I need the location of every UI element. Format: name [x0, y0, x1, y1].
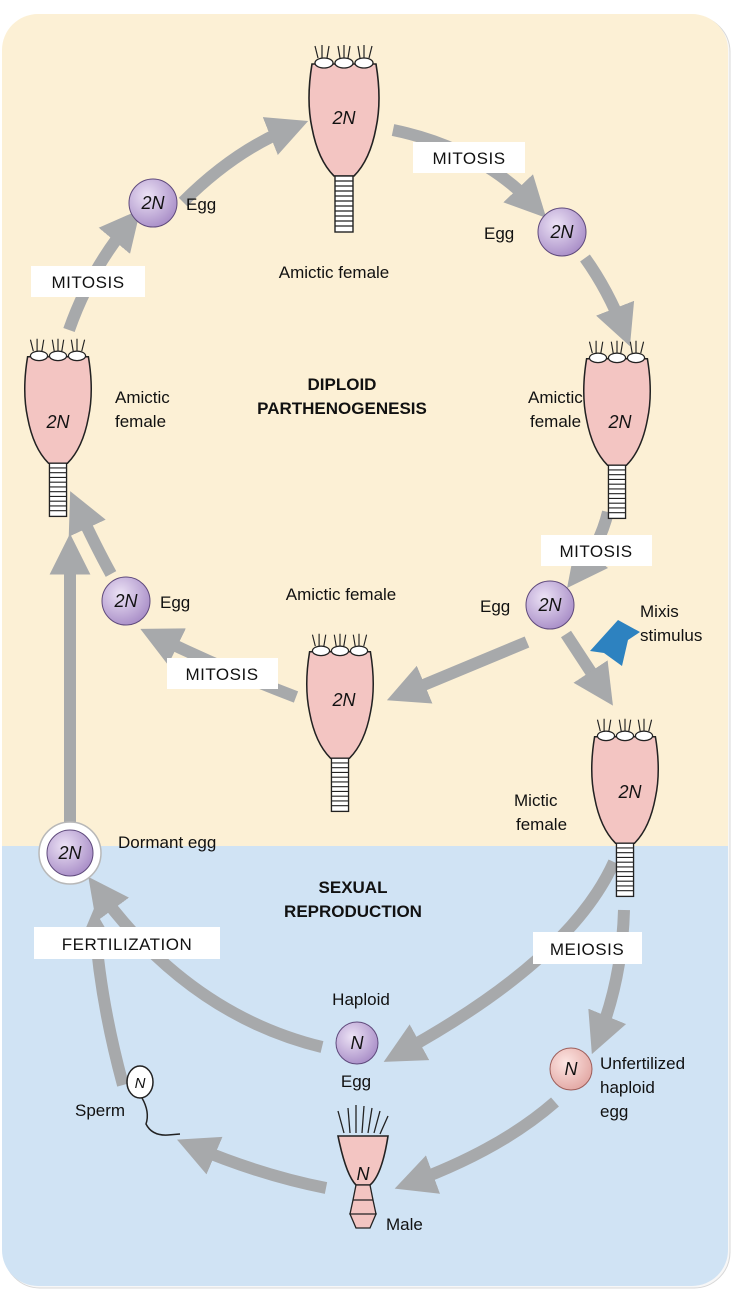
label-mitosis-bottom: MITOSIS	[167, 658, 278, 689]
amictic-female-center-label: Amictic female	[286, 585, 397, 604]
sexual-title-line1: SEXUAL	[319, 878, 388, 897]
phase-sexual-title: SEXUAL REPRODUCTION	[284, 878, 422, 921]
mitosis-label: MITOSIS	[559, 542, 632, 561]
ploidy-label: 2N	[617, 782, 642, 802]
male-rotifer: N Male	[337, 1105, 423, 1234]
amictic-female-left-label-1: Amictic	[115, 388, 170, 407]
amictic-female-right: 2N Amictic female	[528, 339, 652, 520]
ploidy-label: 2N	[331, 690, 356, 710]
arrow-egg-to-center-female	[386, 636, 530, 704]
egg-left: 2N Egg	[101, 576, 190, 626]
ploidy-label: N	[135, 1075, 146, 1092]
unfertilized-label-3: egg	[600, 1102, 628, 1121]
ploidy-label: 2N	[57, 843, 82, 863]
sperm-label: Sperm	[75, 1101, 125, 1120]
egg-right: 2N Egg	[480, 580, 575, 630]
ploidy-label: N	[565, 1059, 579, 1079]
unfertilized-egg: N Unfertilized haploid egg	[549, 1047, 685, 1121]
mitosis-label: MITOSIS	[185, 665, 258, 684]
arrow-haploid-to-dormant	[88, 876, 324, 1053]
arrow-unfert-to-male	[394, 1097, 559, 1194]
label-mitosis-top-left: MITOSIS	[31, 266, 145, 297]
label-mitosis-top-right: MITOSIS	[413, 142, 525, 173]
amictic-female-top-label: Amictic female	[279, 263, 390, 282]
mictic-female-label-2: female	[516, 815, 567, 834]
mictic-female-label-1: Mictic	[514, 791, 558, 810]
ploidy-label: 2N	[113, 591, 138, 611]
ploidy-label: 2N	[331, 108, 356, 128]
diploid-title-line2: PARTHENOGENESIS	[257, 399, 427, 418]
arrow-egg-to-right-female	[580, 254, 635, 347]
amictic-female-right-label-1: Amictic	[528, 388, 583, 407]
egg-label: Egg	[186, 195, 216, 214]
mixis-stimulus: Mixis stimulus	[590, 602, 702, 666]
haploid-egg-label-top: Haploid	[332, 990, 390, 1009]
arrow-mictic-meiosis-to-unfert	[588, 909, 630, 1055]
stimulus-label-1: Mixis	[640, 602, 679, 621]
male-label: Male	[386, 1215, 423, 1234]
sperm-cell: N Sperm	[75, 1065, 181, 1136]
meiosis-label: MEIOSIS	[550, 940, 624, 959]
ploidy-label: 2N	[607, 412, 632, 432]
arrow-egg-to-top-female	[178, 117, 309, 207]
unfertilized-label-1: Unfertilized	[600, 1054, 685, 1073]
arrow-left-egg-to-left-female	[68, 491, 117, 577]
ploidy-label: 2N	[549, 222, 574, 242]
amictic-female-left-label-2: female	[115, 412, 166, 431]
dormant-egg-label: Dormant egg	[118, 833, 216, 852]
egg-label: Egg	[160, 593, 190, 612]
amictic-female-top: 2N Amictic female	[279, 44, 390, 282]
amictic-female-right-label-2: female	[530, 412, 581, 431]
egg-top-left: 2N Egg	[128, 178, 216, 228]
ploidy-label: N	[357, 1164, 371, 1184]
sexual-title-line2: REPRODUCTION	[284, 902, 422, 921]
mitosis-label: MITOSIS	[51, 273, 124, 292]
arrow-male-to-sperm	[176, 1136, 328, 1194]
haploid-egg: Haploid N Egg	[332, 990, 390, 1091]
ploidy-label: 2N	[45, 412, 70, 432]
egg-top-right: 2N Egg	[484, 207, 587, 257]
mitosis-label: MITOSIS	[432, 149, 505, 168]
egg-label: Egg	[480, 597, 510, 616]
fertilization-label: FERTILIZATION	[62, 935, 193, 954]
diploid-title-line1: DIPLOID	[308, 375, 377, 394]
phase-diploid-title: DIPLOID PARTHENOGENESIS	[257, 375, 427, 418]
arrow-egg-to-mictic	[560, 630, 613, 706]
label-meiosis: MEIOSIS	[533, 932, 642, 964]
unfertilized-label-2: haploid	[600, 1078, 655, 1097]
amictic-female-center: 2N Amictic female	[286, 585, 397, 813]
amictic-female-left: 2N Amictic female	[23, 337, 170, 518]
haploid-egg-label-bottom: Egg	[341, 1072, 371, 1091]
stimulus-label-2: stimulus	[640, 626, 702, 645]
label-mitosis-right: MITOSIS	[541, 535, 652, 566]
stimulus-arrow-icon	[590, 620, 640, 666]
ploidy-label: 2N	[537, 595, 562, 615]
mictic-female: 2N Mictic female	[514, 717, 660, 898]
ploidy-label: N	[351, 1033, 365, 1053]
ploidy-label: 2N	[140, 193, 165, 213]
label-fertilization: FERTILIZATION	[34, 927, 220, 959]
dormant-egg: 2N Dormant egg	[38, 821, 216, 885]
egg-label: Egg	[484, 224, 514, 243]
